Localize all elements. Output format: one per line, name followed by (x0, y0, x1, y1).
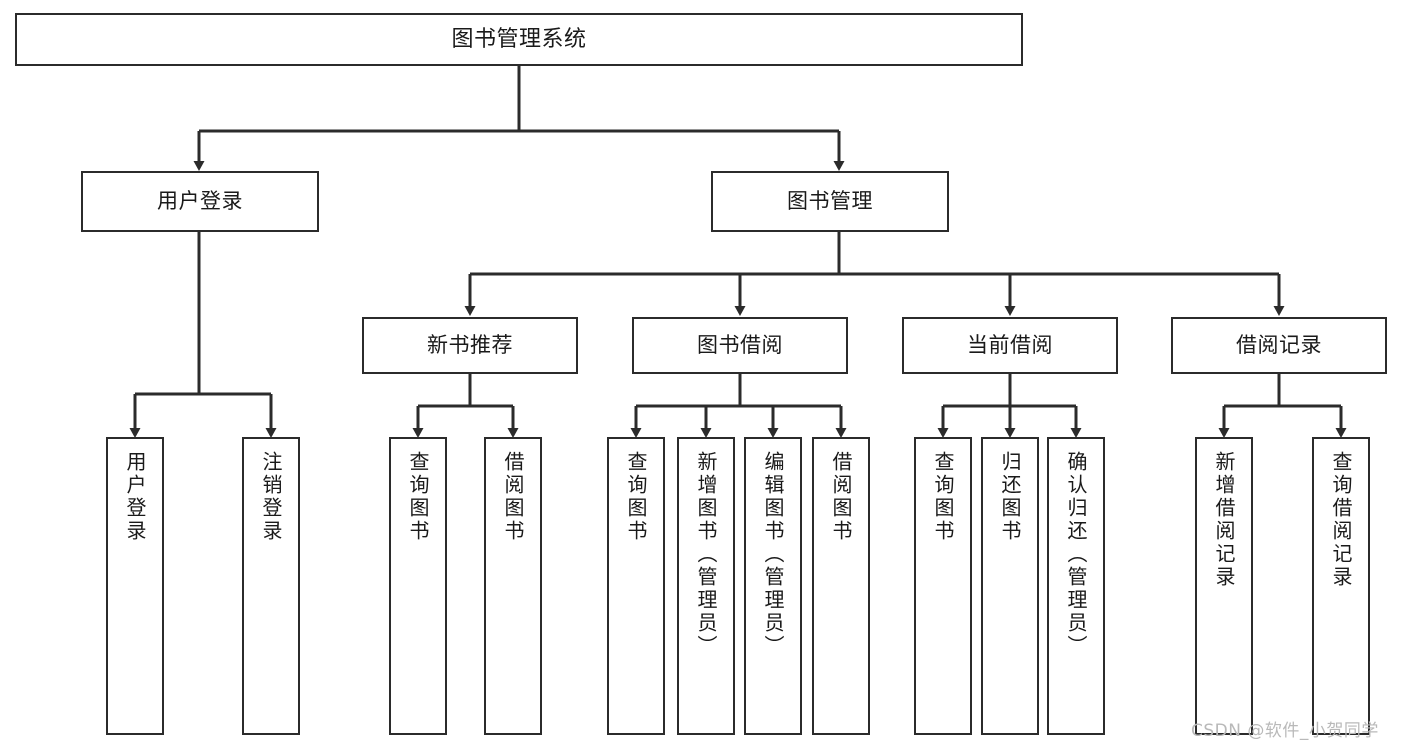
leaf-record-query-record[interactable]: 查询借阅记录 (1312, 437, 1370, 735)
leaf-current-query-book[interactable]: 查询图书 (914, 437, 972, 735)
node-label: 查询图书 (406, 451, 430, 543)
node-label: 借阅图书 (501, 451, 525, 543)
node-label: 确认归还（管理员） (1064, 451, 1088, 658)
leaf-current-return-book[interactable]: 归还图书 (981, 437, 1039, 735)
node-borrow-record[interactable]: 借阅记录 (1171, 317, 1387, 374)
node-label: 归还图书 (998, 451, 1022, 543)
leaf-current-confirm-return-admin[interactable]: 确认归还（管理员） (1047, 437, 1105, 735)
leaf-record-add-record[interactable]: 新增借阅记录 (1195, 437, 1253, 735)
leaf-user-login-logout[interactable]: 注销登录 (242, 437, 300, 735)
node-label: 借阅记录 (1236, 333, 1322, 358)
leaf-recommend-borrow-book[interactable]: 借阅图书 (484, 437, 542, 735)
node-current-borrow[interactable]: 当前借阅 (902, 317, 1118, 374)
node-label: 新增图书（管理员） (694, 451, 718, 658)
node-label: 用户登录 (123, 451, 147, 543)
node-book-management[interactable]: 图书管理 (711, 171, 949, 232)
node-label: 当前借阅 (967, 333, 1053, 358)
node-label: 查询图书 (931, 451, 955, 543)
node-label: 新书推荐 (427, 333, 513, 358)
node-label: 图书管理系统 (451, 26, 587, 52)
leaf-borrow-add-book-admin[interactable]: 新增图书（管理员） (677, 437, 735, 735)
node-book-borrow[interactable]: 图书借阅 (632, 317, 848, 374)
node-label: 用户登录 (157, 189, 243, 214)
node-label: 查询借阅记录 (1329, 451, 1353, 589)
node-label: 注销登录 (259, 451, 283, 543)
node-label: 编辑图书（管理员） (761, 451, 785, 658)
node-user-login[interactable]: 用户登录 (81, 171, 319, 232)
node-root-system[interactable]: 图书管理系统 (15, 13, 1023, 66)
leaf-user-login-login[interactable]: 用户登录 (106, 437, 164, 735)
leaf-borrow-borrow-book[interactable]: 借阅图书 (812, 437, 870, 735)
watermark-text: CSDN @软件_小贺同学 (1191, 721, 1379, 741)
node-label: 新增借阅记录 (1212, 451, 1236, 589)
node-label: 图书借阅 (697, 333, 783, 358)
node-label: 借阅图书 (829, 451, 853, 543)
leaf-borrow-query-book[interactable]: 查询图书 (607, 437, 665, 735)
node-label: 图书管理 (787, 189, 873, 214)
node-new-book-recommend[interactable]: 新书推荐 (362, 317, 578, 374)
node-label: 查询图书 (624, 451, 648, 543)
leaf-recommend-query-book[interactable]: 查询图书 (389, 437, 447, 735)
leaf-borrow-edit-book-admin[interactable]: 编辑图书（管理员） (744, 437, 802, 735)
